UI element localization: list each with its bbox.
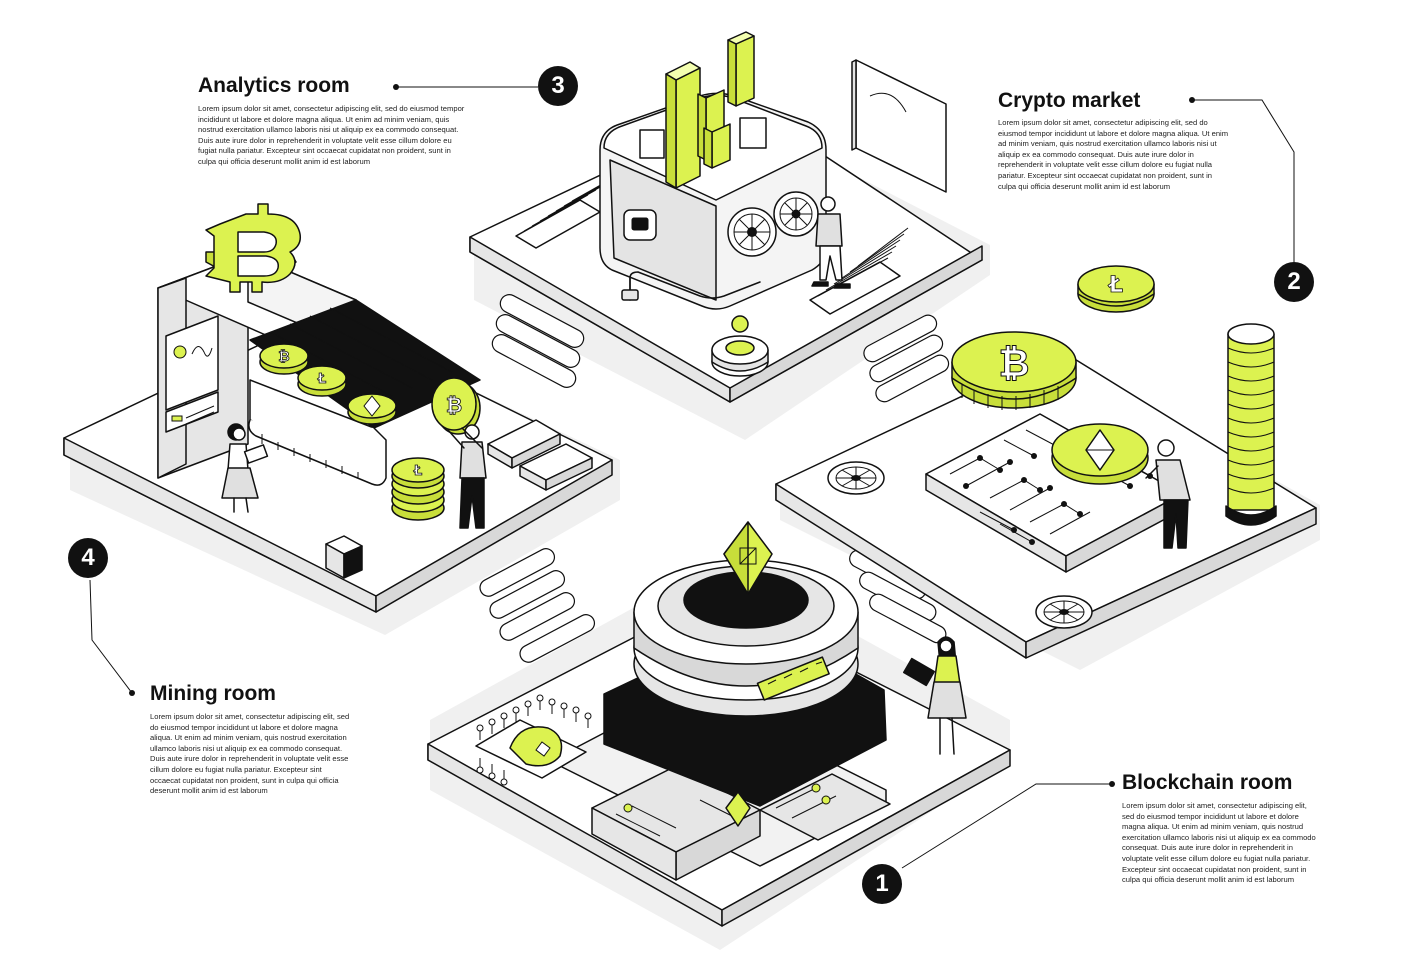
mining-machine xyxy=(157,253,357,479)
ethereum-icon xyxy=(725,791,751,827)
litecoin-icon: Ł xyxy=(391,457,445,521)
litecoin-icon: Ł xyxy=(297,365,347,397)
svg-text:₿: ₿ xyxy=(278,349,289,365)
chip-board xyxy=(475,694,592,786)
ethereum-icon xyxy=(347,393,397,425)
button-pedestal xyxy=(711,315,769,377)
section-text-mining: Lorem ipsum dolor sit amet, consectetur … xyxy=(150,712,350,796)
step-badge-1: 1 xyxy=(862,864,902,904)
floor-tiles xyxy=(591,765,891,881)
bitcoin-icon: ₿ xyxy=(951,331,1077,410)
section-title-blockchain: Blockchain room xyxy=(1122,771,1293,794)
person-man-coin xyxy=(447,424,487,529)
person-woman-tablet xyxy=(902,636,967,755)
section-text-analytics: Lorem ipsum dolor sit amet, consectetur … xyxy=(198,104,465,166)
fan-icon xyxy=(1035,595,1093,629)
person-analyst xyxy=(811,196,851,289)
step-badge-2: 2 xyxy=(1274,262,1314,302)
fan-icon xyxy=(827,461,885,495)
bitcoin-icon: ₿ xyxy=(431,377,481,435)
section-text-crypto-market: Lorem ipsum dolor sit amet, consectetur … xyxy=(998,118,1229,191)
blockchain-pod xyxy=(633,559,859,717)
mining-platform: ₿ Ł ₿ Ł xyxy=(63,203,613,613)
bitcoin-icon xyxy=(205,203,302,293)
bitcoin-icon: ₿ xyxy=(259,343,309,375)
analytics-platform xyxy=(469,31,983,577)
section-title-crypto-market: Crypto market xyxy=(998,89,1141,112)
svg-text:Ł: Ł xyxy=(413,464,422,479)
fan-icon xyxy=(727,207,777,257)
section-title-mining: Mining room xyxy=(150,682,276,705)
crypto-market-platform: ₿ Ł xyxy=(775,265,1317,659)
svg-text:Ł: Ł xyxy=(1108,273,1123,298)
svg-text:₿: ₿ xyxy=(446,393,462,417)
step-badge-3: 3 xyxy=(538,66,578,106)
section-title-analytics: Analytics room xyxy=(198,74,350,97)
ethereum-icon xyxy=(1051,423,1149,485)
conveyor-belt xyxy=(248,299,481,486)
litecoin-icon: Ł xyxy=(1077,265,1155,313)
crates xyxy=(325,419,593,579)
section-text-blockchain: Lorem ipsum dolor sit amet, consectetur … xyxy=(1122,801,1316,885)
leader-dots xyxy=(129,84,1195,787)
svg-text:₿: ₿ xyxy=(999,341,1030,385)
fan-icon xyxy=(773,191,819,237)
3d-bars xyxy=(639,31,767,189)
circuit-board xyxy=(925,413,1183,573)
stairs-right xyxy=(809,227,909,315)
coin-tower xyxy=(1225,323,1277,526)
person-trader xyxy=(1145,439,1191,549)
blockchain-platform xyxy=(427,521,1011,927)
person-woman-laptop xyxy=(221,423,269,513)
step-badge-4: 4 xyxy=(68,538,108,578)
ethereum-icon xyxy=(723,521,773,608)
connector-pills xyxy=(479,294,950,663)
leader-lines xyxy=(89,86,1295,869)
svg-text:Ł: Ł xyxy=(317,372,326,387)
